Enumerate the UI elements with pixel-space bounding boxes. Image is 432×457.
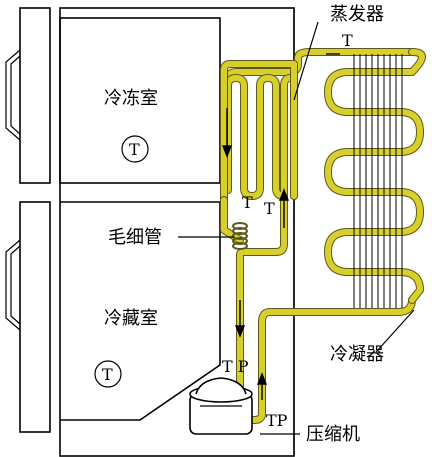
condenser-coil — [324, 48, 426, 308]
evaporator-t1: T — [242, 193, 253, 212]
fridge-compartment — [60, 201, 221, 421]
fridge-handle-inner — [10, 245, 21, 325]
freezer-sensor-t: T — [129, 140, 140, 159]
freezer-handle — [5, 49, 21, 141]
fridge-sensor-circle — [94, 360, 122, 388]
capillary-coil — [220, 196, 248, 250]
flow-arrows — [221, 53, 340, 400]
evaporator-label: 蒸发器 — [330, 4, 384, 25]
evaporator-coil — [220, 60, 298, 204]
freezer-door — [19, 7, 51, 184]
fridge-sensor-t: T — [102, 365, 113, 384]
evaporator-t2: T — [264, 199, 275, 218]
compressor — [189, 377, 253, 435]
freezer-handle-inner — [10, 55, 21, 135]
capillary-label: 毛细管 — [108, 227, 162, 248]
evaporator-leader — [293, 21, 319, 101]
fridge-door — [19, 201, 51, 433]
compressor-inlet-tp: T P — [222, 357, 249, 376]
condenser-leader — [375, 309, 415, 353]
compressor-outlet-tp: TP — [266, 411, 288, 430]
condenser-label: 冷凝器 — [330, 344, 384, 365]
freezer-label: 冷冻室 — [104, 88, 158, 109]
fridge-handle — [5, 239, 21, 331]
compressor-label: 压缩机 — [306, 424, 360, 445]
freezer-sensor-circle — [121, 135, 149, 163]
evaporator-top-t: T — [342, 31, 353, 50]
fridge-label: 冷藏室 — [104, 308, 158, 329]
